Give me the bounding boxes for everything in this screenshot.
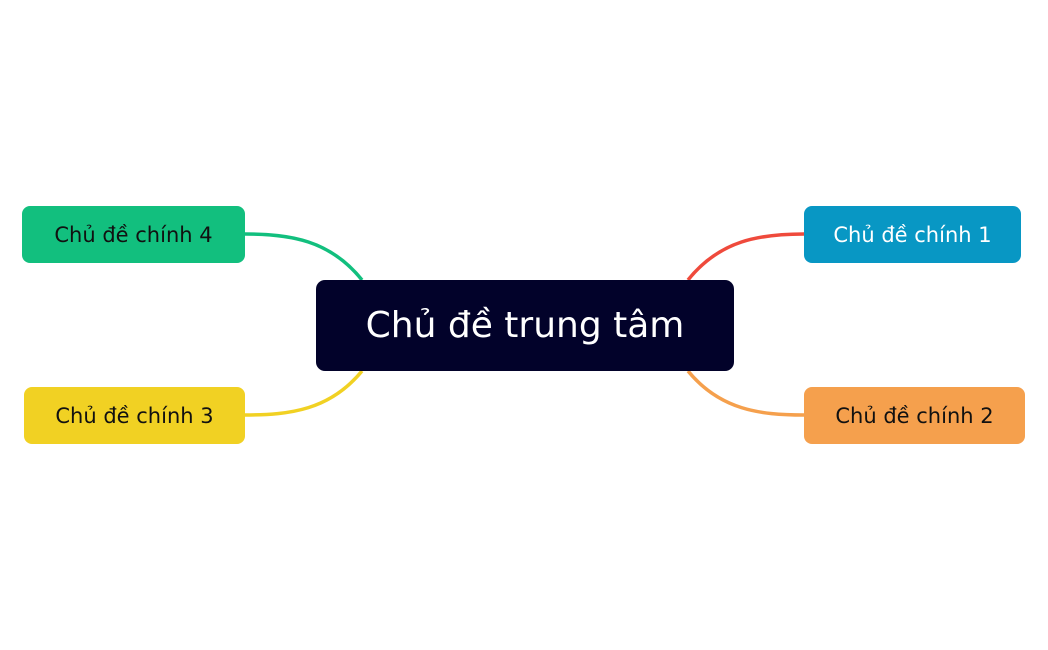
- main-topic-3[interactable]: Chủ đề chính 3: [24, 387, 245, 444]
- connector-topic-2: [686, 369, 805, 417]
- connector-topic-4: [244, 232, 364, 282]
- main-topic-1[interactable]: Chủ đề chính 1: [804, 206, 1021, 263]
- connector-topic-1: [686, 232, 805, 282]
- main-topic-2[interactable]: Chủ đề chính 2: [804, 387, 1025, 444]
- main-topic-4-label: Chủ đề chính 4: [54, 222, 213, 247]
- main-topic-3-label: Chủ đề chính 3: [55, 403, 214, 428]
- central-topic-label: Chủ đề trung tâm: [365, 305, 685, 346]
- connector-topic-3: [244, 369, 364, 417]
- main-topic-4[interactable]: Chủ đề chính 4: [22, 206, 245, 263]
- main-topic-2-label: Chủ đề chính 2: [835, 403, 994, 428]
- central-topic[interactable]: Chủ đề trung tâm: [316, 280, 734, 371]
- main-topic-1-label: Chủ đề chính 1: [833, 222, 992, 247]
